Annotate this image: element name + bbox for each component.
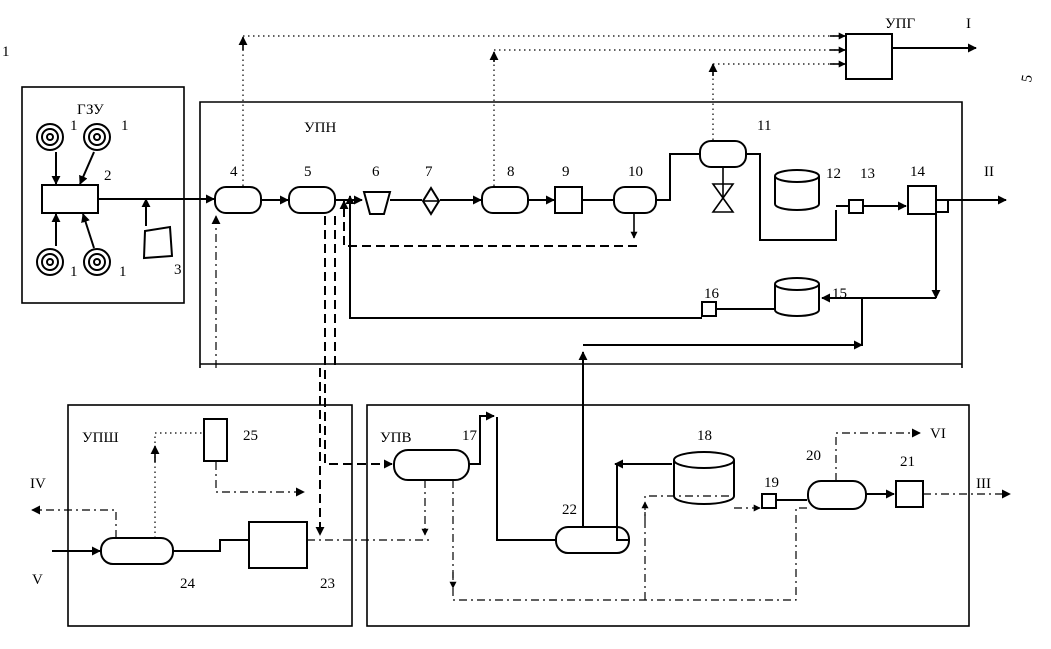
label-14: 14 xyxy=(910,164,926,180)
vessel-10 xyxy=(613,186,657,214)
unit-21 xyxy=(895,480,924,508)
upsh-label: УПШ xyxy=(82,430,119,446)
stream-II: II xyxy=(984,164,994,180)
vessel-5 xyxy=(288,186,336,214)
upv-frame xyxy=(366,404,970,627)
separator-11 xyxy=(699,140,747,168)
upv-label: УПВ xyxy=(380,430,411,446)
label-24: 24 xyxy=(180,576,196,592)
vessel-4 xyxy=(214,186,262,214)
unit-14 xyxy=(907,185,937,215)
label-6: 6 xyxy=(372,164,380,180)
label-10: 10 xyxy=(628,164,643,180)
label-21: 21 xyxy=(900,454,915,470)
label-13: 13 xyxy=(860,166,875,182)
well-label-c: 1 xyxy=(70,264,78,280)
well-label-d: 1 xyxy=(119,264,127,280)
label-20: 20 xyxy=(806,448,821,464)
label-19: 19 xyxy=(764,475,779,491)
stream-III: III xyxy=(976,476,991,492)
corner-mark: 1 xyxy=(2,44,10,60)
settler-17 xyxy=(393,449,470,481)
stream-IV: IV xyxy=(30,476,46,492)
vessel-8 xyxy=(481,186,529,214)
well-1d xyxy=(83,248,111,276)
gzu-label: ГЗУ xyxy=(77,102,104,118)
unit-9 xyxy=(554,186,583,214)
label-18: 18 xyxy=(697,428,712,444)
manifold-2 xyxy=(41,184,99,214)
vessel-24 xyxy=(100,537,174,565)
stream-V: V xyxy=(32,572,43,588)
dosing-unit-3 xyxy=(142,225,174,260)
label-22: 22 xyxy=(562,502,577,518)
stream-VI: VI xyxy=(930,426,946,442)
label-12: 12 xyxy=(826,166,841,182)
vessel-20 xyxy=(807,480,867,510)
upsh-frame xyxy=(67,404,353,627)
upn-label: УПН xyxy=(304,120,336,136)
label-9: 9 xyxy=(562,164,570,180)
unit-25 xyxy=(203,418,228,462)
well-1a xyxy=(36,123,64,151)
upv-block: УПВ xyxy=(366,404,970,627)
label-3: 3 xyxy=(174,262,182,278)
tank-12 xyxy=(774,169,820,211)
upg-label: УПГ xyxy=(885,16,915,32)
upn-block: УПН xyxy=(199,101,963,368)
label-8: 8 xyxy=(507,164,515,180)
well-label-a: 1 xyxy=(70,118,78,134)
label-4: 4 xyxy=(230,164,238,180)
well-1c xyxy=(36,248,64,276)
tank-15 xyxy=(774,277,820,317)
label-23: 23 xyxy=(320,576,335,592)
gzu-block: ГЗУ 1 1 1 1 2 3 xyxy=(21,86,185,304)
handwritten-mark: 5 xyxy=(1019,73,1036,83)
unit-23 xyxy=(248,521,308,569)
label-2: 2 xyxy=(104,168,112,184)
pump-symbol-11 xyxy=(711,183,735,213)
label-11: 11 xyxy=(757,118,771,134)
tank-18 xyxy=(673,451,735,505)
pump-16 xyxy=(701,301,717,317)
label-5: 5 xyxy=(304,164,312,180)
well-label-b: 1 xyxy=(121,118,129,134)
upsh-block: УПШ xyxy=(67,404,353,627)
furnace-6 xyxy=(362,191,392,215)
label-16: 16 xyxy=(704,286,720,302)
pump-19 xyxy=(761,493,777,509)
upg-unit xyxy=(845,33,893,80)
stream-I: I xyxy=(966,16,971,32)
label-17: 17 xyxy=(462,428,478,444)
well-1b xyxy=(83,123,111,151)
label-7: 7 xyxy=(425,164,433,180)
pump-13 xyxy=(848,199,864,214)
label-25: 25 xyxy=(243,428,258,444)
gzu-frame xyxy=(21,86,185,304)
label-15: 15 xyxy=(832,286,847,302)
unit-14-meter xyxy=(935,199,949,213)
